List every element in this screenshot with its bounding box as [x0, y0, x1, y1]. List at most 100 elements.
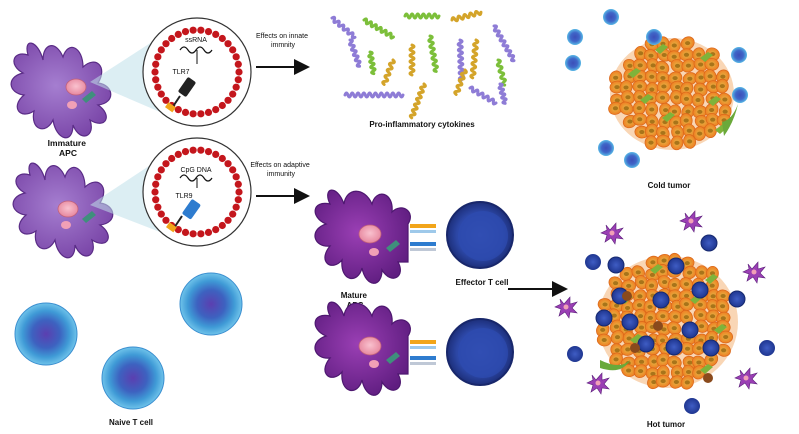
cytokine-helix — [330, 15, 357, 40]
tumor-cell — [667, 289, 682, 303]
fibroblast — [640, 94, 653, 104]
membrane-bead — [174, 150, 182, 159]
infiltrating-t-cell — [621, 313, 639, 331]
membrane-bead — [235, 68, 243, 76]
membrane-bead — [151, 188, 159, 196]
tumor-cell — [703, 123, 717, 138]
membrane-bead — [168, 34, 176, 43]
infiltrating-t-cell — [681, 321, 699, 339]
fibroblast — [714, 324, 727, 334]
tlr7-label: TLR7 — [172, 69, 189, 76]
naive-t-cell-label: Naive T cell — [109, 418, 153, 427]
membrane-bead — [212, 105, 220, 114]
tlr7-receptor — [178, 77, 196, 97]
peripheral-t-cell — [585, 254, 601, 270]
membrane-bead — [151, 68, 159, 76]
tumor-cell — [608, 276, 623, 290]
membrane-bead — [229, 210, 237, 218]
membrane-bead — [157, 46, 165, 54]
cytokine-helix — [450, 9, 483, 23]
tlr9-receptor — [182, 199, 201, 220]
tumor-cell — [621, 90, 635, 105]
tumor-cell — [715, 299, 730, 314]
tumor-cell — [656, 79, 671, 94]
infiltrating-t-cell — [607, 256, 625, 274]
membrane-bead — [234, 180, 242, 188]
cytokine-helix — [343, 91, 405, 99]
membrane-bead — [232, 53, 240, 61]
tumor-cell — [679, 81, 694, 96]
small-t-cell — [598, 140, 614, 156]
membrane-bead — [212, 150, 220, 159]
tumor-cell — [718, 92, 732, 107]
membrane-bead — [152, 60, 160, 68]
membrane-bead — [212, 30, 220, 39]
immature-apc-middle — [12, 162, 114, 259]
membrane-bead — [162, 216, 170, 224]
membrane-bead — [224, 96, 232, 104]
fibroblast — [705, 274, 718, 284]
cpg-dna-strand — [179, 174, 213, 182]
tumor-cell — [705, 309, 720, 323]
tlr9-label: TLR9 — [175, 193, 192, 200]
tumor-cell — [644, 135, 658, 150]
tumor-cell — [670, 135, 684, 151]
membrane-bead — [162, 160, 170, 168]
tumor-cell — [621, 364, 636, 378]
membrane-bead — [189, 26, 197, 34]
infiltrating-t-cell — [667, 257, 685, 275]
membrane-bead — [189, 146, 197, 154]
cytokine-helix — [495, 58, 507, 87]
hot-tumor-label: Hot tumor — [647, 420, 685, 429]
fibroblast — [662, 112, 675, 122]
membrane-bead — [154, 83, 162, 91]
membrane-bead — [234, 60, 242, 68]
cytokine-helix — [362, 17, 395, 40]
mature-apc-top — [314, 189, 411, 284]
fibroblast — [650, 264, 663, 274]
tumor-cell — [596, 333, 612, 347]
fibroblast — [700, 364, 713, 374]
membrane-bead — [181, 148, 190, 156]
membrane-bead — [174, 105, 182, 114]
tumor-cell — [656, 253, 672, 267]
effects-innate-line2: immnity — [271, 42, 296, 49]
tumor-cell — [655, 91, 670, 105]
membrane-bead — [157, 210, 165, 218]
ssrna-label: ssRNA — [185, 37, 207, 44]
membrane-bead — [229, 90, 237, 98]
cytokine-helix — [497, 82, 508, 105]
membrane-bead — [197, 146, 205, 154]
naive-t-cell-3 — [101, 346, 165, 410]
tumor-cell — [715, 289, 731, 303]
tumor-cell — [619, 101, 634, 115]
immature-apc-top — [10, 42, 112, 139]
cytokine-helix — [453, 68, 468, 96]
membrane-bead — [152, 196, 160, 204]
synapse-top — [410, 224, 436, 251]
endosome-tlr9: CpG DNA TLR9 — [142, 137, 252, 247]
fibroblast — [708, 96, 721, 106]
membrane-bead — [181, 108, 190, 116]
membrane-bead — [181, 28, 190, 36]
tumor-cell — [693, 82, 708, 97]
cytokine-helix — [348, 38, 362, 68]
infiltrating-t-cell — [652, 291, 670, 309]
effects-adaptive-line2: immunity — [267, 171, 296, 178]
infiltrating-t-cell — [728, 290, 746, 308]
effector-t-cell-label: Effector T cell — [456, 278, 509, 287]
tumor-cell — [619, 266, 634, 281]
tumor-cell — [681, 58, 696, 73]
membrane-bead — [154, 53, 162, 61]
tumor-cell — [679, 277, 694, 291]
tumor-cell — [680, 36, 695, 50]
membrane-bead — [204, 148, 213, 156]
mini-apc — [742, 261, 766, 284]
tumor-cell — [608, 101, 623, 115]
tumor-cell — [633, 364, 648, 378]
tumor-cell — [667, 321, 682, 335]
tumor-cell — [680, 91, 693, 107]
naive-t-cells — [14, 272, 243, 410]
membrane-bead — [218, 34, 226, 43]
